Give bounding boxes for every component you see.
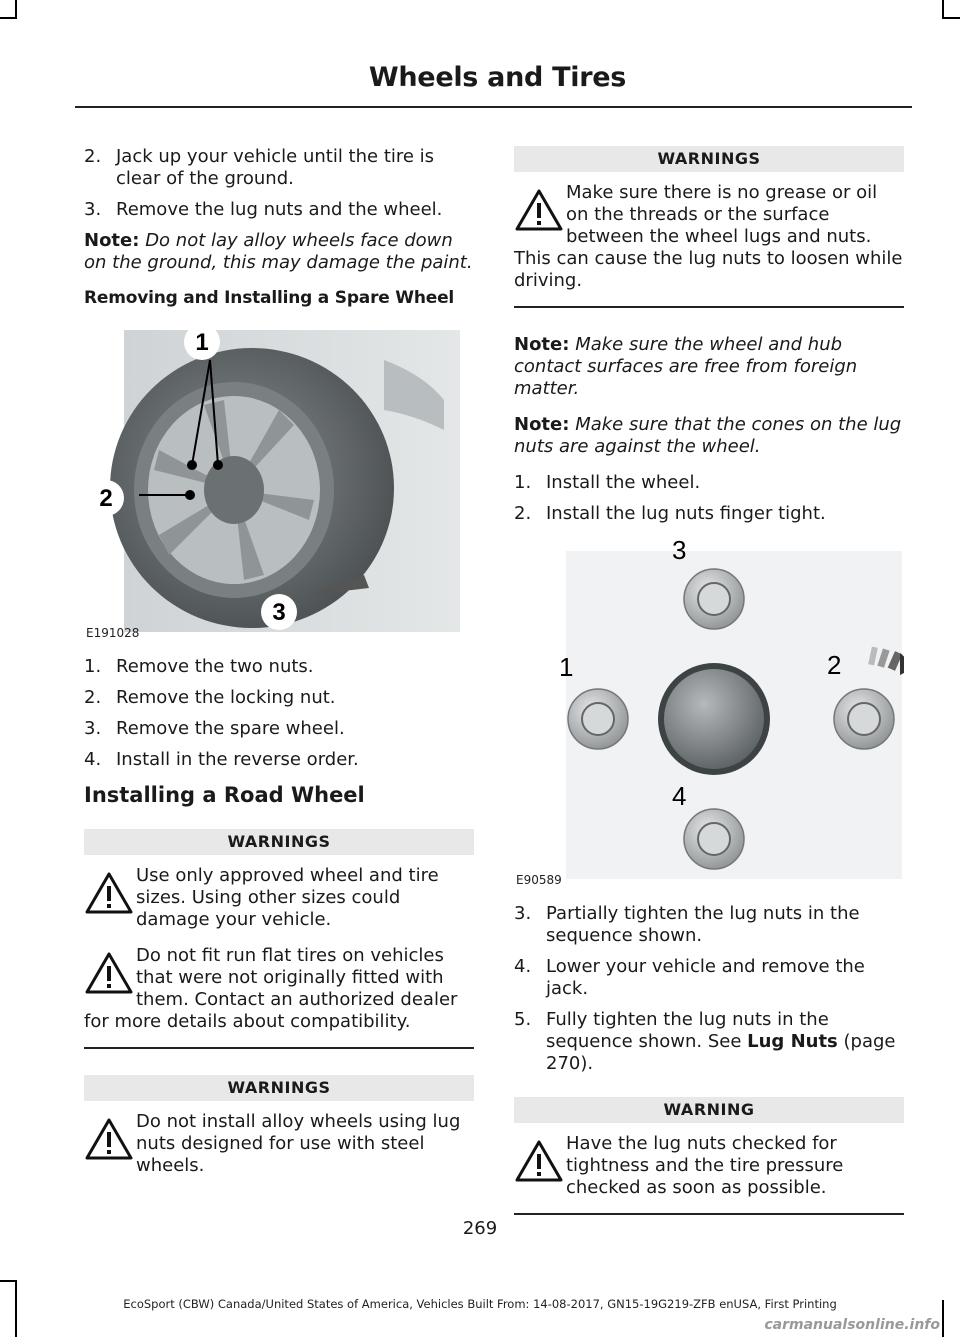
lug-nuts-link[interactable]: Lug Nuts (747, 1031, 838, 1052)
warning-triangle-icon (85, 872, 133, 914)
warning-triangle-icon (515, 189, 563, 231)
crop-mark (15, 1280, 17, 1337)
page-number: 269 (462, 1218, 498, 1239)
warning-triangle-icon (85, 1118, 133, 1160)
warning-triangle-icon (85, 952, 133, 994)
sequence-label-1: 1 (559, 652, 573, 682)
warning-box: WARNINGS Do not install alloy wheels usi… (84, 1075, 474, 1177)
sequence-label-3: 3 (672, 539, 686, 565)
watermark: carmanualsonline.info (764, 1317, 940, 1333)
spare-wheel-figure: 1 2 3 E191028 (84, 320, 474, 642)
callout-2: 2 (99, 485, 112, 512)
lug-nut-sequence-illustration: 3 1 2 4 (559, 535, 916, 879)
callout-3: 3 (272, 599, 285, 626)
lug-nut-sequence-figure: 3 1 2 4 E90589 (514, 535, 916, 889)
list-item: 3.Partially tighten the lug nuts in the … (514, 903, 860, 946)
note: Note: Make sure that the cones on the lu… (514, 414, 902, 457)
list-item: 4.Install in the reverse order. (84, 749, 359, 770)
list-item: 2.Remove the locking nut. (84, 687, 336, 708)
warning-divider (514, 1199, 904, 1215)
sequence-label-4: 4 (672, 781, 686, 811)
left-column: 2.Jack up your vehicle until the tire is… (84, 146, 474, 1197)
warning-item: Make sure there is no grease or oil on t… (514, 182, 903, 291)
list-item: 1.Remove the two nuts. (84, 656, 314, 677)
crop-mark (0, 17, 17, 19)
lug-nut-2 (833, 688, 895, 750)
crop-mark (0, 1280, 17, 1282)
crop-mark (942, 17, 960, 19)
warning-box: WARNINGS Use only approved wheel and tir… (84, 829, 474, 1049)
section-heading: Installing a Road Wheel (84, 783, 365, 807)
list-item: 5.Fully tighten the lug nuts in the sequ… (514, 1009, 896, 1074)
list-item: 2.Install the lug nuts finger tight. (514, 503, 826, 524)
list-item: 3.Remove the spare wheel. (84, 718, 345, 739)
warning-heading: WARNING (514, 1097, 904, 1123)
warning-heading: WARNINGS (84, 829, 474, 855)
warning-heading: WARNINGS (84, 1075, 474, 1101)
footer-text: EcoSport (CBW) Canada/United States of A… (123, 1297, 837, 1311)
page-title: Wheels and Tires (368, 62, 626, 93)
note: Note: Do not lay alloy wheels face down … (84, 230, 473, 273)
crop-mark (15, 0, 17, 18)
spare-wheel-illustration: 1 2 3 (88, 324, 460, 632)
lug-nut-3 (683, 568, 745, 630)
warning-divider (514, 292, 904, 308)
list-item: 4.Lower your vehicle and remove the jack… (514, 956, 865, 999)
crop-mark (942, 1300, 944, 1337)
lug-nut-4 (683, 808, 745, 870)
warning-item: Do not install alloy wheels using lug nu… (84, 1111, 474, 1177)
header-divider (75, 106, 912, 108)
warning-triangle-icon (515, 1140, 563, 1182)
crop-mark (942, 0, 944, 18)
list-item: 1.Install the wheel. (514, 472, 701, 493)
list-item: 3.Remove the lug nuts and the wheel. (84, 199, 443, 220)
warning-item: Have the lug nuts checked for tightness … (514, 1133, 904, 1199)
right-column: WARNINGS Make sure there is no grease or… (514, 146, 916, 1235)
figure-code: E191028 (86, 626, 140, 640)
warning-box: WARNINGS Make sure there is no grease or… (514, 146, 904, 308)
warning-heading: WARNINGS (514, 146, 904, 172)
list-item: 2.Jack up your vehicle until the tire is… (84, 146, 435, 189)
note: Note: Make sure the wheel and hub contac… (514, 334, 858, 399)
warning-box: WARNING Have the lug nuts checked for ti… (514, 1097, 904, 1215)
warning-item: Do not fit run flat tires on vehicles th… (84, 945, 458, 1032)
subheading: Removing and Installing a Spare Wheel (84, 288, 455, 308)
warning-divider (84, 1033, 474, 1049)
lug-nut-1 (567, 688, 629, 750)
sequence-label-2: 2 (827, 650, 841, 680)
warning-item: Use only approved wheel and tire sizes. … (84, 865, 474, 931)
callout-1: 1 (195, 329, 208, 356)
figure-code: E90589 (516, 873, 562, 887)
